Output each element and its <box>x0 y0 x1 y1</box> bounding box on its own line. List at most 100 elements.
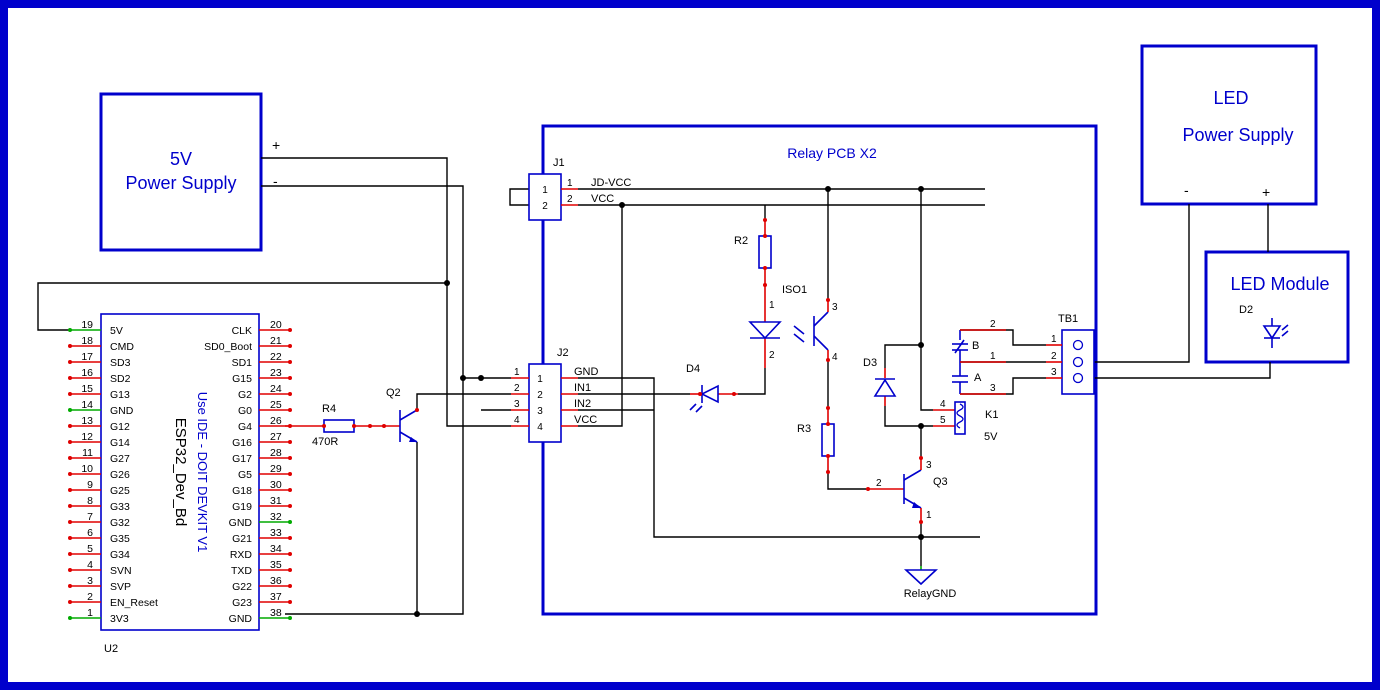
esp-left-pin-dot <box>68 616 72 620</box>
j1-ref: J1 <box>553 157 565 169</box>
esp-left-pin-name: SVN <box>110 565 132 577</box>
connector-j2[interactable]: J2 1 2 3 4 1 2 3 4 GND IN1 IN2 VCC <box>511 347 599 443</box>
esp-right-pin-name: G16 <box>232 437 252 449</box>
q3-ref: Q3 <box>933 476 948 488</box>
esp-left-pin-name: 3V3 <box>110 613 129 625</box>
optocoupler-iso1[interactable]: 1 2 ISO1 3 4 <box>748 284 838 368</box>
esp-left-pin-name: GND <box>110 405 134 417</box>
esp-right-pin-name: TXD <box>231 565 252 577</box>
esp-right-pin-number: 25 <box>270 399 282 411</box>
k1-contact-b: B <box>972 340 979 352</box>
esp-right-pin-name: G17 <box>232 453 252 465</box>
supply-5v-title-2: Power Supply <box>125 173 236 193</box>
esp-left-pin-number: 14 <box>81 399 93 411</box>
r2-ref: R2 <box>734 235 748 247</box>
connector-j1[interactable]: J1 1 2 1 2 JD-VCC VCC <box>528 157 631 221</box>
esp-left-pin-dot <box>68 376 72 380</box>
resistor-r3[interactable]: R3 <box>797 406 835 474</box>
tb1-ref: TB1 <box>1058 313 1078 325</box>
diode-d3[interactable]: D3 <box>863 357 897 406</box>
k1-pin-5: 5 <box>940 415 946 426</box>
relay-gnd-label: RelayGND <box>904 588 957 600</box>
terminal-block-tb1[interactable]: TB1 1 2 3 <box>1046 313 1095 395</box>
esp-left-pin-dot <box>68 520 72 524</box>
j2-net-gnd: GND <box>574 366 599 378</box>
supply-5v-box <box>99 92 263 252</box>
esp32-note: Use IDE - DOIT DEVKIT V1 <box>195 392 210 553</box>
esp-left-pin-name: G26 <box>110 469 130 481</box>
tb1-pin-3: 3 <box>1051 367 1057 378</box>
esp-right-pin-dot <box>288 504 292 508</box>
esp-left-pin-name: SD2 <box>110 373 131 385</box>
esp-left-pin-dot <box>68 344 72 348</box>
esp-right-pin-number: 21 <box>270 335 282 347</box>
junctions <box>414 186 924 617</box>
supply-5v-title-1: 5V <box>170 149 192 169</box>
esp-right-pin-name: G18 <box>232 485 252 497</box>
esp-right-pin-number: 28 <box>270 447 282 459</box>
esp-left-pin-dot <box>68 584 72 588</box>
esp-right-pin-dot <box>288 344 292 348</box>
esp-right-pin-dot <box>288 472 292 476</box>
led-d4[interactable]: D4 <box>686 363 738 413</box>
esp-right-pin-number: 26 <box>270 415 282 427</box>
esp-right-pin-dot <box>288 440 292 444</box>
esp-right-pin-name: CLK <box>232 325 252 337</box>
esp-left-pin-number: 10 <box>81 463 93 475</box>
supply-led[interactable]: LED Power Supply - + <box>1140 44 1318 206</box>
esp-left-pin-number: 7 <box>87 511 93 523</box>
esp-left-pin-number: 2 <box>87 591 93 603</box>
esp-right-pin-number: 36 <box>270 575 282 587</box>
q3-pin-2: 2 <box>876 478 882 489</box>
esp-left-pin-dot <box>68 536 72 540</box>
esp-right-pin-dot <box>288 392 292 396</box>
iso1-pin-2: 2 <box>769 350 775 361</box>
tb1-pin-2: 2 <box>1051 351 1057 362</box>
transistor-q3[interactable]: 2 3 1 Q3 <box>866 456 948 524</box>
esp-left-pin-name: G13 <box>110 389 130 401</box>
esp32-name: ESP32_Dev_Bd <box>172 418 189 526</box>
j1-pin-1: 1 <box>542 185 548 196</box>
esp-right-pin-name: GND <box>229 613 253 625</box>
esp-left-pin-name: G34 <box>110 549 130 561</box>
esp32-box <box>100 313 260 631</box>
esp-left-pin-dot <box>68 600 72 604</box>
esp32-ref: U2 <box>104 643 118 655</box>
transistor-q2[interactable]: Q2 <box>386 387 419 443</box>
iso1-ref: ISO1 <box>782 284 807 296</box>
resistor-r4[interactable]: R4 470R <box>285 403 400 448</box>
esp-right-pin-number: 34 <box>270 543 282 555</box>
r4-value: 470R <box>312 436 338 448</box>
supply-led-box <box>1140 44 1318 206</box>
esp-left-pin-name: SVP <box>110 581 131 593</box>
led-module[interactable]: LED Module D2 <box>1204 250 1350 364</box>
esp-right-pin-dot <box>288 456 292 460</box>
tb1-pin-1: 1 <box>1051 334 1057 345</box>
esp-left-pin-dot <box>68 392 72 396</box>
relay-pcb-title: Relay PCB X2 <box>787 145 877 161</box>
esp-right-pin-name: G4 <box>238 421 252 433</box>
esp-right-pin-name: G23 <box>232 597 252 609</box>
esp-right-pin-dot <box>288 584 292 588</box>
esp-left-pin-dot <box>68 408 72 412</box>
j1-net-vcc: VCC <box>591 193 614 205</box>
esp-left-pin-number: 13 <box>81 415 93 427</box>
supply-5v[interactable]: 5V Power Supply + - <box>99 92 280 252</box>
esp-left-pin-name: SD3 <box>110 357 131 369</box>
supply-5v-minus: - <box>273 173 278 189</box>
esp-right-pin-dot <box>288 520 292 524</box>
esp-left-pin-number: 6 <box>87 527 93 539</box>
esp-right-pin-number: 29 <box>270 463 282 475</box>
esp-right-pin-number: 33 <box>270 527 282 539</box>
j2-pin-1: 1 <box>537 374 543 385</box>
relay-k1[interactable]: B A 2 1 3 4 5 K1 5V <box>933 319 1006 443</box>
j2-pin-2: 2 <box>537 390 543 401</box>
supply-led-title-2: Power Supply <box>1182 125 1293 145</box>
k1-pin-3: 3 <box>990 383 996 394</box>
resistor-r2[interactable]: R2 <box>734 218 772 300</box>
esp-right-pin-number: 35 <box>270 559 282 571</box>
iso1-pin-1: 1 <box>769 300 775 311</box>
led-module-box <box>1204 250 1350 364</box>
esp-right-pin-number: 22 <box>270 351 282 363</box>
